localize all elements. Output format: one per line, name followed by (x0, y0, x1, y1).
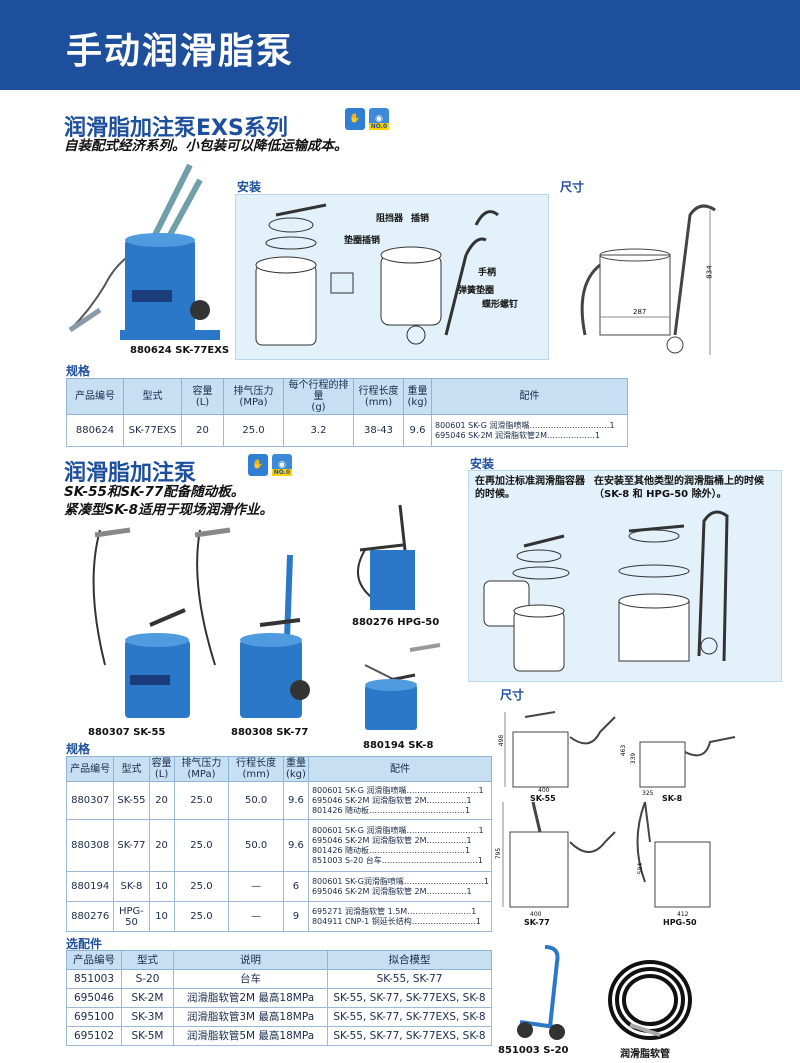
std-install-diagram: 在再加注标准润滑脂容器的时候。 在安装至其他类型的润滑脂桶上的时候（SK-8 和… (468, 470, 782, 682)
sk55-height-dim: 498 (498, 734, 506, 747)
std-spec-label: 规格 (66, 742, 91, 756)
exs-dims-label: 尺寸 (560, 180, 585, 194)
exs-product-caption: 880624 SK-77EXS (130, 345, 230, 356)
sk55-dim-caption: SK-55 (530, 794, 556, 803)
exs-spec-label: 规格 (66, 364, 91, 378)
sk8-pump-image (364, 643, 441, 730)
sk8-dim-caption: SK-8 (662, 794, 683, 803)
hpg50-height-dim: 584 (637, 862, 645, 875)
exs-install-label: 安装 (237, 180, 262, 194)
sk55-pump-image (92, 527, 190, 718)
callout-blocker: 阻挡器 (376, 214, 404, 224)
callout-gasket-pin: 垫圈插销 (344, 236, 381, 246)
sk55-width-dim: 400 (538, 787, 550, 794)
callout-pin: 插销 (411, 214, 430, 224)
sk77-pump-image (194, 527, 310, 718)
s20-cart-image (517, 945, 565, 1040)
sk77exs-pump-image (68, 163, 220, 340)
exs-section-subtitle: 自装配式经济系列。小包装可以降低运输成本。 (64, 138, 348, 154)
exs-section-title: 润滑脂加注泵EXS系列 (64, 116, 288, 141)
hose-caption: 润滑脂软管 (620, 1049, 670, 1060)
exs-width-dim: 287 (633, 308, 647, 316)
page-banner: 手动润滑脂泵 (0, 0, 800, 90)
sk8-body-height-dim: 339 (630, 752, 638, 765)
callout-wing-screw: 蝶形螺钉 (482, 300, 519, 310)
exs-dimension-drawing (580, 204, 716, 355)
grease-grade-icon: ◉NO.0 (272, 454, 292, 476)
std-spec-table: 产品编号 型式 容量(L) 排气压力(MPa) 行程长度(mm) 重量(kg) … (65, 756, 493, 932)
cart-caption: 851003 S-20 (498, 1045, 569, 1056)
std-subtitle-2: 紧凑型SK-8适用于现场润滑作业。 (64, 502, 274, 518)
sk77-dim-caption: SK-77 (524, 918, 550, 927)
page-title: 手动润滑脂泵 (66, 31, 295, 72)
grease-grade-icon: ◉NO.0 (369, 108, 389, 130)
std-section-title: 润滑脂加注泵 (64, 461, 197, 486)
callout-handle: 手柄 (478, 268, 497, 278)
table-row: 880624 SK-77EXS 20 25.0 3.2 38-43 9.6 80… (66, 414, 628, 447)
std-subtitle-1: SK-55和SK-77配备随动板。 (64, 484, 245, 500)
hpg50-caption: 880276 HPG-50 (352, 617, 440, 628)
hand-pump-icon: ✋ (345, 108, 365, 130)
options-label: 选配件 (66, 937, 103, 951)
sk8-caption: 880194 SK-8 (363, 740, 434, 751)
hpg50-pump-image (356, 504, 415, 610)
exs-spec-table: 产品编号 型式 容量(L) 排气压力(MPa) 每个行程的排量(g) 行程长度(… (66, 378, 628, 447)
sk8-height-dim: 463 (620, 744, 628, 757)
install-note-2: 在安装至其他类型的润滑脂桶上的时候（SK-8 和 HPG-50 除外）。 (594, 476, 764, 500)
std-dimension-drawings (502, 711, 736, 908)
std-dims-label: 尺寸 (500, 688, 525, 702)
grease-hose-image (608, 960, 692, 1040)
hpg50-dim-caption: HPG-50 (663, 918, 697, 927)
install-note-1: 在再加注标准润滑脂容器的时候。 (475, 476, 585, 500)
sk8-width-dim: 325 (642, 790, 654, 797)
hpg50-width-dim: 412 (677, 911, 689, 918)
sk55-caption: 880307 SK-55 (88, 727, 166, 738)
hand-pump-icon: ✋ (248, 454, 268, 476)
sk77-height-dim: 795 (495, 847, 503, 860)
callout-spring-gasket: 弹簧垫圈 (458, 286, 495, 296)
sk77-width-dim: 400 (530, 911, 542, 918)
std-install-label: 安装 (470, 457, 495, 471)
exs-install-diagram: 阻挡器 插销 垫圈插销 手柄 弹簧垫圈 蝶形螺钉 (235, 194, 549, 360)
sk77-caption: 880308 SK-77 (231, 727, 309, 738)
exs-height-dim: 834 (705, 265, 714, 279)
